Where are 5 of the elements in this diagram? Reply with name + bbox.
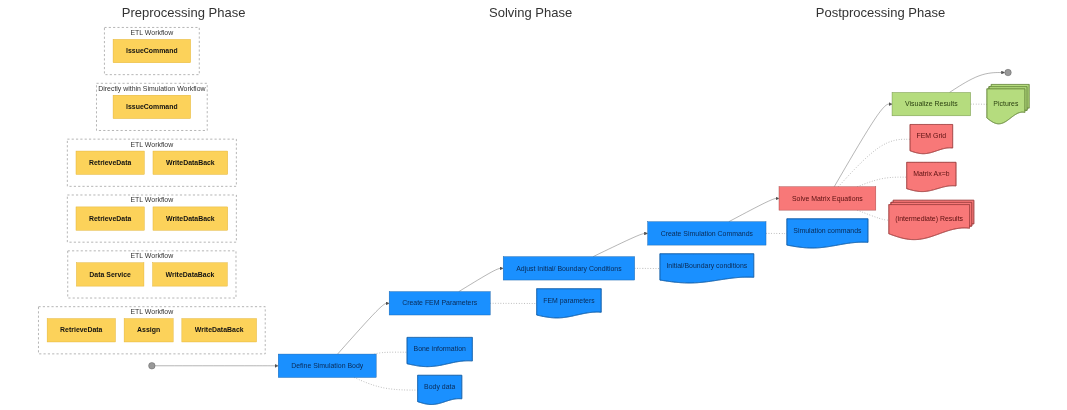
phase-label: Solving Phase	[489, 4, 573, 20]
phase-label: Preprocessing Phase	[121, 4, 246, 20]
phase-label: Postprocessing Phase	[815, 4, 946, 20]
node-circle	[1004, 69, 1012, 76]
node-circle	[148, 362, 155, 370]
